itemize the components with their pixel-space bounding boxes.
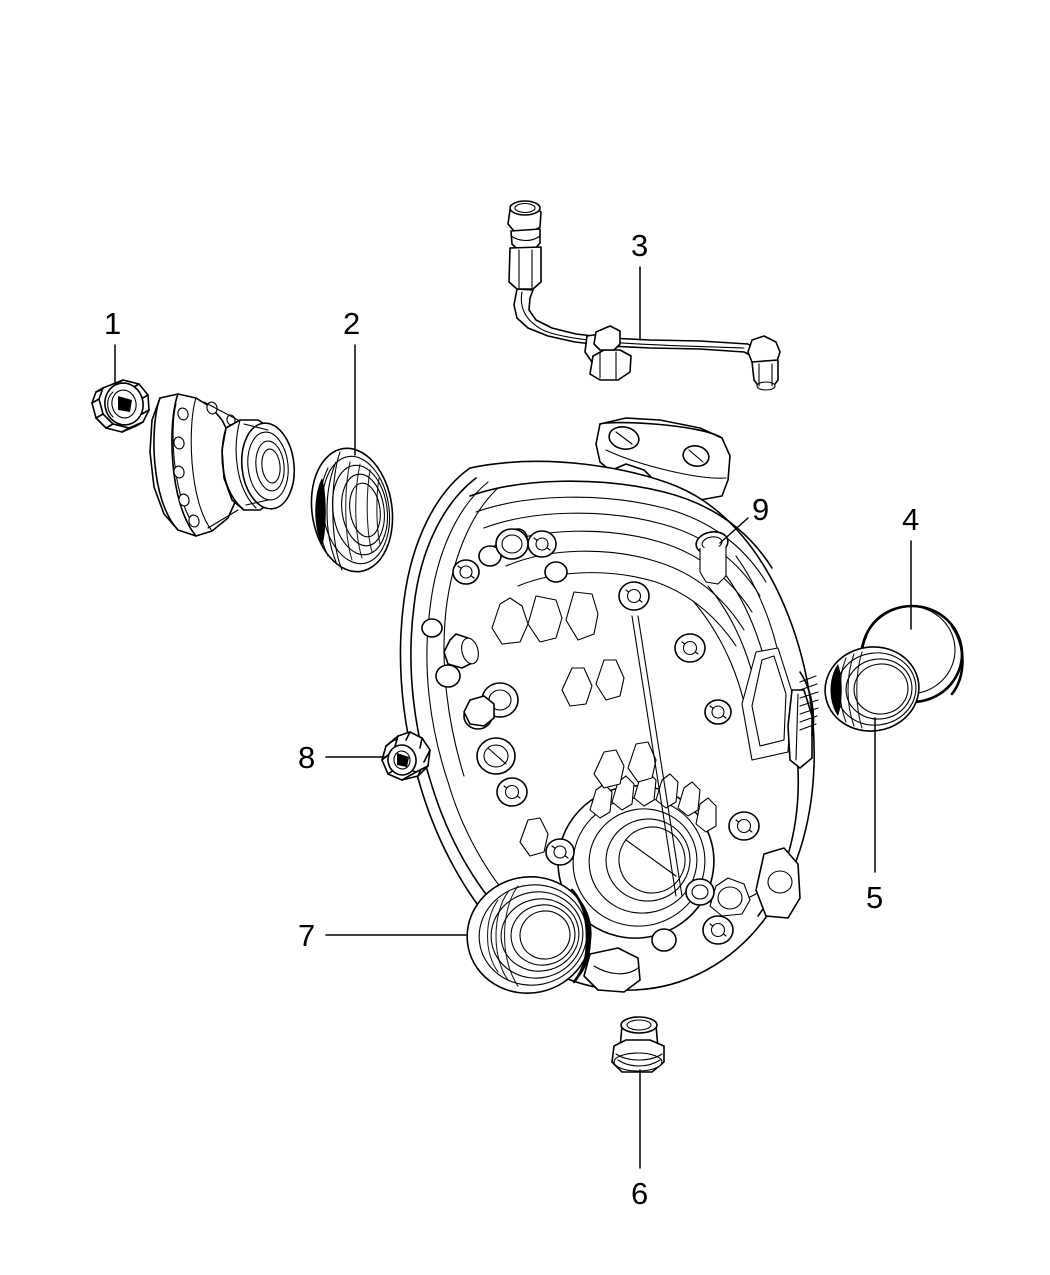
callout-label-2: 2	[343, 306, 361, 341]
part-vent-tube-assembly	[507, 200, 781, 391]
callout-label-6: 6	[631, 1176, 649, 1211]
part-vent-port-boss	[695, 531, 729, 585]
callout-label-3: 3	[631, 228, 649, 263]
housing-ribs	[491, 591, 657, 857]
callout-label-1: 1	[104, 306, 122, 341]
part-bearing-cup-seal	[824, 646, 920, 732]
callout-label-8: 8	[298, 740, 316, 775]
part-pipe-plug	[381, 731, 431, 781]
part-axle-shaft-seal	[466, 876, 592, 994]
callout-label-7: 7	[298, 918, 316, 953]
housing-output-bore	[557, 785, 715, 939]
part-transfer-case-housing	[399, 417, 819, 993]
part-bearing-hub-assembly	[149, 393, 296, 537]
callout-label-4: 4	[902, 502, 920, 537]
part-output-shaft-seal	[310, 447, 394, 573]
callout-label-5: 5	[866, 880, 884, 915]
leader-9	[719, 517, 749, 544]
part-drain-fill-plug	[611, 1016, 665, 1073]
callout-label-9: 9	[752, 492, 770, 527]
part-retaining-nut	[91, 379, 150, 433]
callout-leader-lines	[114, 266, 912, 1169]
